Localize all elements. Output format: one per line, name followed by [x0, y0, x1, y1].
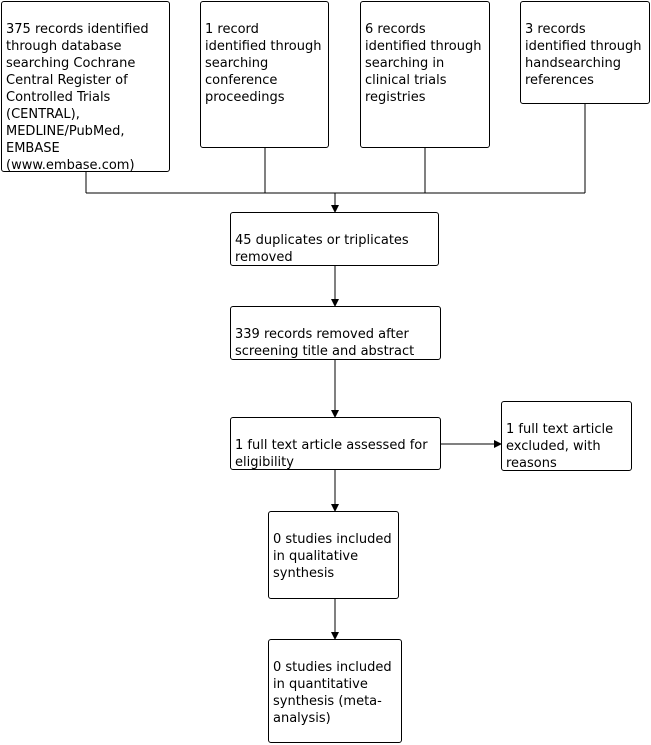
handsearching-box: 3 records identified through handsearchi… [520, 1, 650, 104]
quantitative-text: 0 studies included in quantitative synth… [273, 660, 392, 726]
screening-text: 339 records removed after screening titl… [235, 327, 415, 359]
qualitative-text: 0 studies included in qualitative synthe… [273, 532, 392, 581]
conference-box: 1 record identified through searching co… [200, 1, 329, 148]
handsearching-text: 3 records identified through handsearchi… [525, 22, 642, 88]
database-search-box: 375 records identified through database … [1, 1, 170, 173]
registries-box: 6 records identified through searching i… [360, 1, 490, 148]
quantitative-box: 0 studies included in quantitative synth… [268, 639, 402, 743]
database-search-text: 375 records identified through database … [6, 22, 149, 173]
conference-text: 1 record identified through searching co… [205, 22, 322, 105]
eligibility-box: 1 full text article assessed for eligibi… [230, 417, 441, 470]
screening-box: 339 records removed after screening titl… [230, 306, 441, 360]
excluded-text: 1 full text article excluded, with reaso… [506, 422, 614, 471]
eligibility-text: 1 full text article assessed for eligibi… [235, 438, 428, 470]
excluded-box: 1 full text article excluded, with reaso… [501, 401, 632, 471]
qualitative-box: 0 studies included in qualitative synthe… [268, 511, 399, 599]
duplicates-text: 45 duplicates or triplicates removed [235, 233, 409, 265]
duplicates-box: 45 duplicates or triplicates removed [230, 212, 439, 266]
registries-text: 6 records identified through searching i… [365, 22, 482, 105]
